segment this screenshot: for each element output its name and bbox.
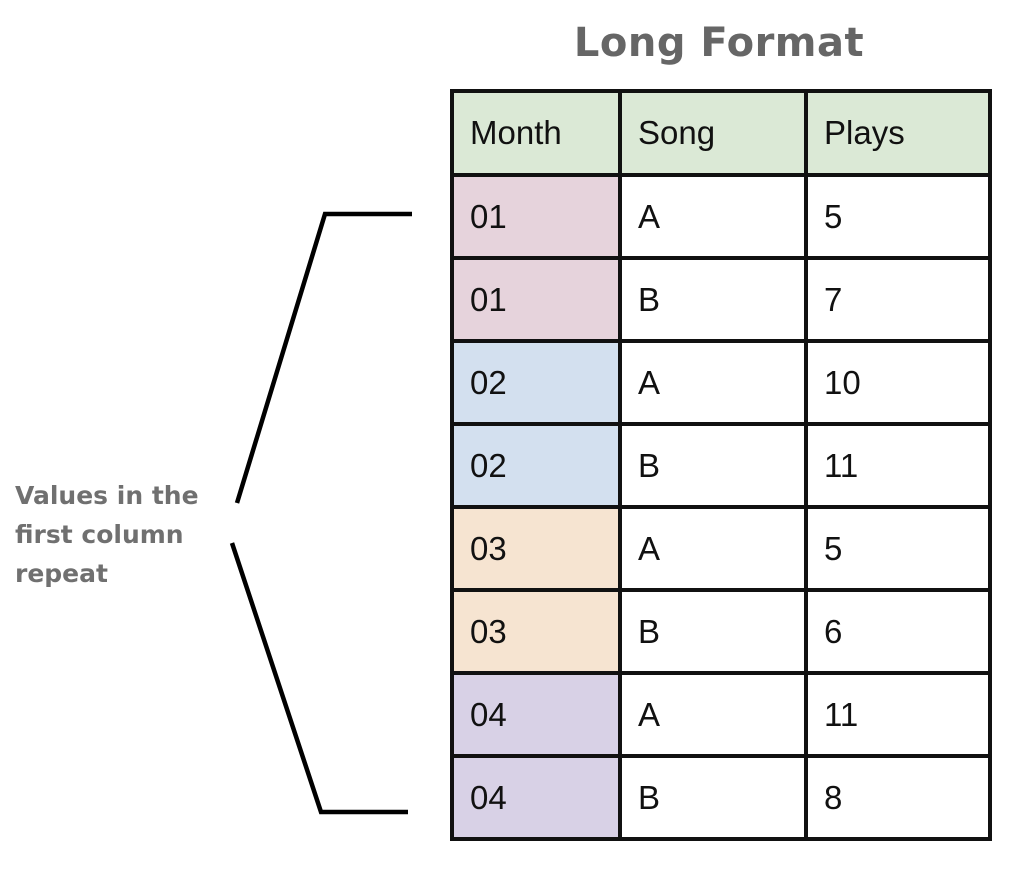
plays-cell: 11 bbox=[804, 671, 992, 758]
month-cell: 01 bbox=[450, 173, 622, 260]
table-row: 02 B 11 bbox=[450, 422, 992, 509]
header-month: Month bbox=[450, 89, 622, 177]
table-row: 01 B 7 bbox=[450, 256, 992, 343]
table-row: 01 A 5 bbox=[450, 173, 992, 260]
table-row: 02 A 10 bbox=[450, 339, 992, 426]
month-cell: 01 bbox=[450, 256, 622, 343]
plays-cell: 5 bbox=[804, 505, 992, 592]
song-cell: B bbox=[618, 588, 808, 675]
table-row: 03 B 6 bbox=[450, 588, 992, 675]
annotation-note: Values in the first column repeat bbox=[15, 481, 199, 588]
song-cell: A bbox=[618, 505, 808, 592]
month-cell: 02 bbox=[450, 422, 622, 509]
bracket-lower-arm bbox=[229, 542, 408, 815]
diagram-title: Long Format bbox=[573, 20, 865, 66]
month-cell: 04 bbox=[450, 754, 622, 841]
song-cell: B bbox=[618, 256, 808, 343]
month-cell: 03 bbox=[450, 588, 622, 675]
plays-cell: 8 bbox=[804, 754, 992, 841]
month-cell: 03 bbox=[450, 505, 622, 592]
song-cell: A bbox=[618, 339, 808, 426]
song-cell: B bbox=[618, 422, 808, 509]
plays-cell: 5 bbox=[804, 173, 992, 260]
month-cell: 04 bbox=[450, 671, 622, 758]
plays-cell: 6 bbox=[804, 588, 992, 675]
song-cell: B bbox=[618, 754, 808, 841]
plays-cell: 11 bbox=[804, 422, 992, 509]
song-cell: A bbox=[618, 671, 808, 758]
long-format-table: Month Song Plays 01 A 5 01 B 7 02 A 10 0… bbox=[450, 89, 992, 841]
month-cell: 02 bbox=[450, 339, 622, 426]
header-plays: Plays bbox=[804, 89, 992, 177]
plays-cell: 10 bbox=[804, 339, 992, 426]
table-row: 04 B 8 bbox=[450, 754, 992, 841]
table-row: 03 A 5 bbox=[450, 505, 992, 592]
table-header-row: Month Song Plays bbox=[450, 89, 992, 177]
plays-cell: 7 bbox=[804, 256, 992, 343]
bracket-upper-arm bbox=[234, 211, 412, 504]
header-song: Song bbox=[618, 89, 808, 177]
table-row: 04 A 11 bbox=[450, 671, 992, 758]
song-cell: A bbox=[618, 173, 808, 260]
